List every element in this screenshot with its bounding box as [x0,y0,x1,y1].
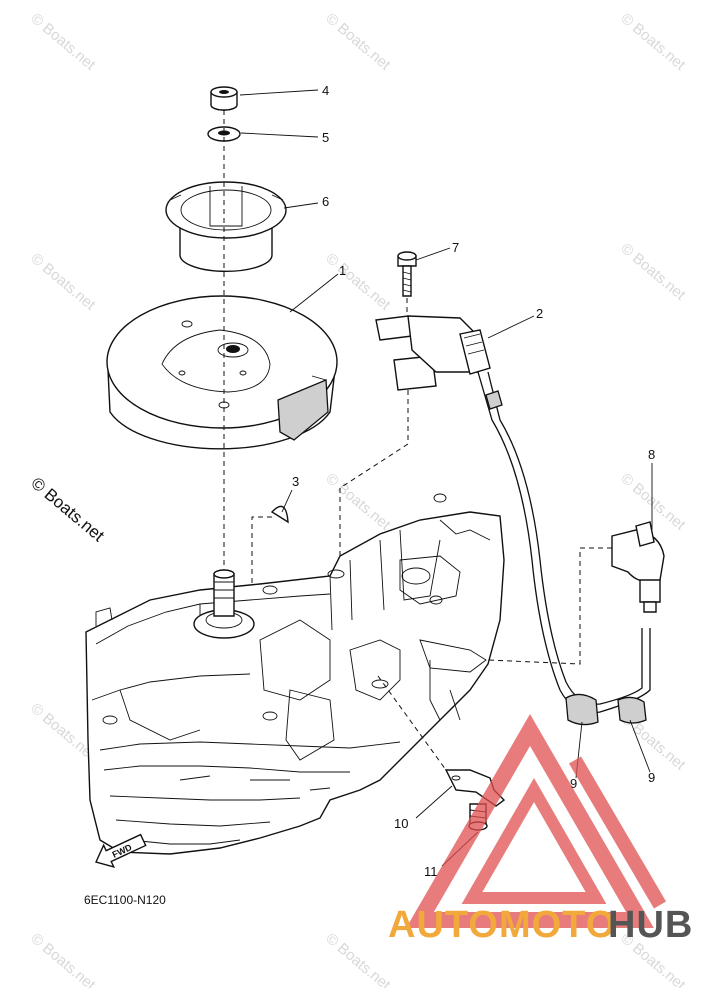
callout-8: 8 [648,447,655,462]
watermark: © Boats.net [322,250,394,314]
callout-7: 7 [452,240,459,255]
watermark: © Boats.net [322,930,394,988]
leader-lines [239,89,653,867]
watermark: © Boats.net [27,10,99,74]
engine-bosses [102,493,447,725]
callout-9: 9 [648,770,655,785]
automotohub-logo: AUTOMOTO HUB [388,714,693,946]
part-coil-lead [477,371,651,726]
callout-3: 3 [292,474,299,489]
leader-dashed [487,547,612,665]
callout-5: 5 [322,130,329,145]
watermark: © Boats.net [617,10,689,74]
callout-10: 10 [394,816,408,831]
watermark: © Boats.net [617,240,689,304]
part-ignition-coil [339,315,491,580]
part-bolt [397,251,417,318]
logo-text-hub: HUB [608,904,693,946]
copyright-notice: © Boats.net [27,474,108,546]
part-nut [210,86,238,111]
callout-4: 4 [322,83,329,98]
part-flywheel [106,295,338,450]
callouts: 4 5 6 7 1 2 3 8 9 9 10 11 [292,83,655,879]
callout-2: 2 [536,306,543,321]
watermark: © Boats.net [322,10,394,74]
watermark: © Boats.net [617,470,689,534]
watermark: © Boats.net [27,250,99,314]
part-crankshaft [193,569,255,639]
logo-triangle-inner [461,777,607,904]
watermark: © Boats.net [322,470,394,534]
diagram-code: 6EC1100-N120 [84,893,166,907]
callout-6: 6 [322,194,329,209]
leader-dashed [377,675,447,771]
callout-11: 11 [424,864,438,879]
callout-1: 1 [339,263,346,278]
watermark: © Boats.net [27,930,99,988]
logo-triangle-wing [568,756,667,909]
engine-crankcase [85,511,505,855]
logo-text-auto-moto: AUTOMOTO [388,904,616,946]
part-spark-plug-cap [611,521,665,613]
logo-triangle-outer [406,714,654,928]
callout-9: 9 [570,776,577,791]
part-woodruff-key [251,505,289,590]
part-flywheel-cover [165,181,287,273]
